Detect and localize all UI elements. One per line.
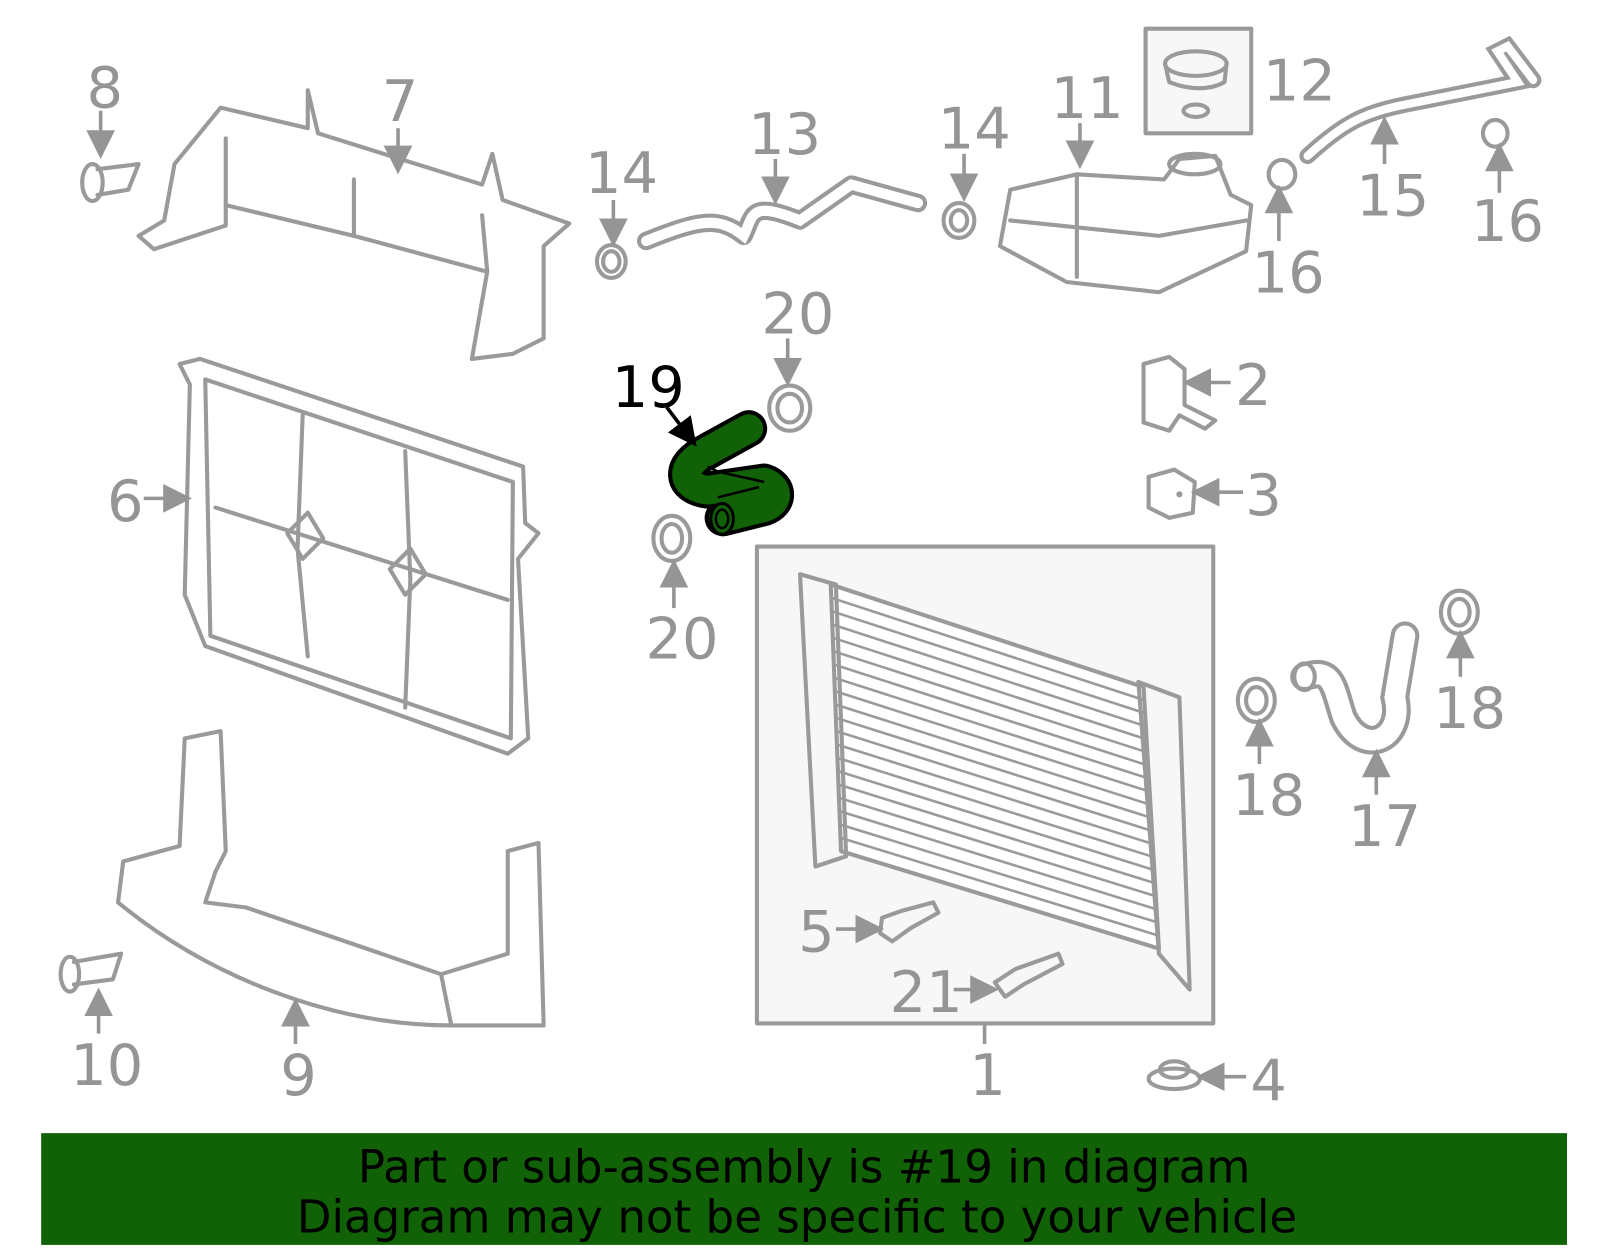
radiator-fin [839,836,1160,937]
radiator-fin [831,623,1148,728]
part-6-radiator-support-frame[interactable] [177,356,541,756]
callout-5[interactable]: 5 [798,899,835,966]
callout-18[interactable]: 18 [1232,762,1305,829]
banner-background [41,1133,1568,1245]
callout-8[interactable]: 8 [86,55,123,122]
part-7-upper-baffle[interactable] [136,88,572,361]
callout-20[interactable]: 20 [761,280,834,347]
callout-20[interactable]: 20 [646,605,719,672]
part-14-clamp-right[interactable] [941,200,977,240]
callout-10[interactable]: 10 [70,1032,143,1099]
part-12-reservoir-cap[interactable] [1143,26,1254,136]
callout-9[interactable]: 9 [280,1042,317,1109]
radiator-fin [833,689,1151,793]
radiator-fin [834,703,1152,807]
part-1-radiator[interactable] [754,544,1216,1026]
callout-1[interactable]: 1 [969,1042,1006,1109]
part-15-hose[interactable] [1299,35,1542,165]
radiator-fin [835,743,1155,846]
part-17-hose[interactable] [1290,621,1420,755]
banner-line-2: Diagram may not be specific to your vehi… [297,1191,1297,1244]
callout-6[interactable]: 6 [107,468,144,535]
callout-13[interactable]: 13 [748,101,821,168]
part-3-insulator[interactable] [1146,467,1197,520]
part-20-clamp-upper[interactable] [767,383,813,433]
radiator-fin [833,676,1151,780]
callout-2[interactable]: 2 [1235,352,1272,419]
callout-16[interactable]: 16 [1252,239,1325,306]
part-2-bracket[interactable] [1141,354,1218,433]
callout-14[interactable]: 14 [938,96,1011,163]
callout-19-highlighted[interactable]: 19 [612,354,685,421]
part-10-push-pin[interactable] [58,951,124,994]
callout-11[interactable]: 11 [1051,65,1124,132]
callout-7[interactable]: 7 [382,68,419,135]
callout-15[interactable]: 15 [1356,162,1429,229]
callout-3[interactable]: 3 [1245,462,1282,529]
radiator-fin [835,729,1154,833]
radiator-fin [837,796,1158,898]
callout-14[interactable]: 14 [585,140,658,207]
part-4-cap[interactable] [1146,1059,1202,1092]
part-9-lower-baffle[interactable] [116,729,546,1028]
part-21-sensor[interactable] [992,951,1065,999]
part-13-hose[interactable] [636,175,928,251]
radiator-fin [834,716,1153,820]
callout-17[interactable]: 17 [1348,793,1421,860]
part-16-clamp-left[interactable] [1266,157,1298,191]
part-18-clamp-right[interactable] [1438,588,1480,636]
banner-line-1: Part or sub-assembly is #19 in diagram [358,1140,1250,1193]
info-banner: Part or sub-assembly is #19 in diagram D… [41,1133,1568,1245]
radiator-fin [831,636,1148,741]
part-20-clamp-lower[interactable] [651,513,693,563]
radiator-fin [832,663,1150,767]
radiator-fin [838,823,1159,924]
part-18-clamp-left[interactable] [1235,676,1277,724]
part-11-coolant-reservoir[interactable] [997,151,1254,295]
radiator-fin [838,809,1158,911]
part-14-clamp-left[interactable] [594,243,628,280]
radiator-fin [836,756,1155,859]
radiator-fin [837,783,1157,885]
callout-12[interactable]: 12 [1263,47,1336,114]
part-16-clamp-right[interactable] [1480,117,1510,149]
leader-arrows [84,110,1514,1092]
radiator-fin [830,609,1147,715]
callout-16[interactable]: 16 [1471,188,1544,255]
callout-21[interactable]: 21 [890,959,963,1026]
radiator-fin [832,649,1149,754]
callout-18[interactable]: 18 [1433,675,1506,742]
part-8-push-pin[interactable] [80,162,141,204]
radiator-fin [829,596,1146,702]
callout-4[interactable]: 4 [1250,1047,1287,1114]
radiator-fin [836,769,1156,872]
part-19-radiator-hose[interactable] [668,410,794,537]
